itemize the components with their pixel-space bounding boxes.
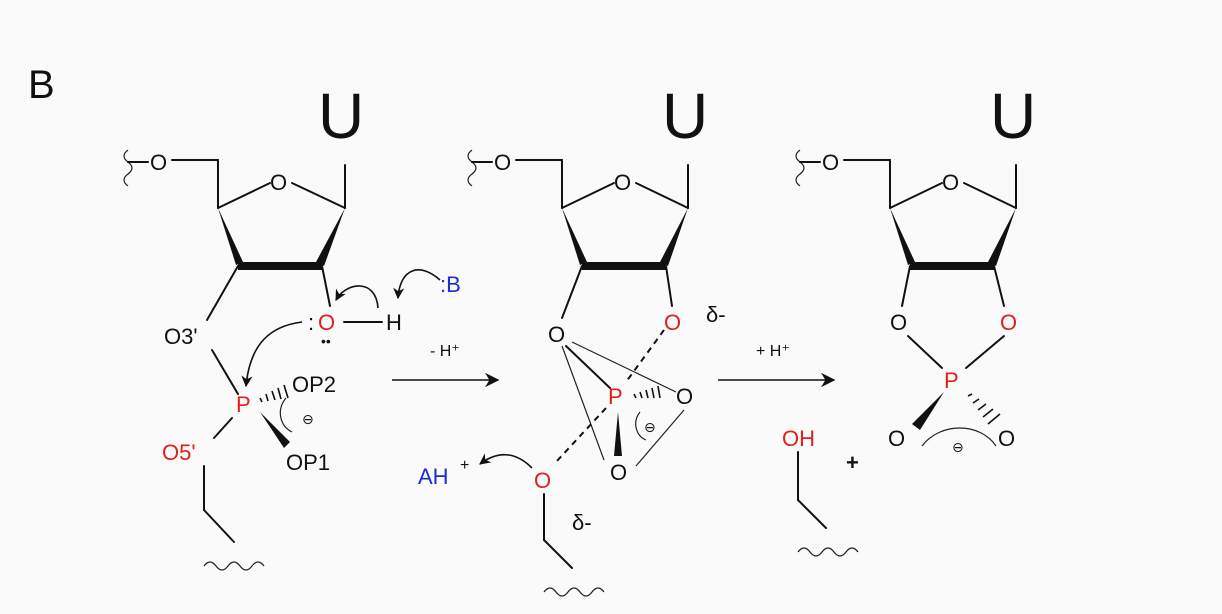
charge-arc — [279, 397, 293, 433]
transition-state-structure: U O O O O δ- P O O ⊖ O δ- — [418, 80, 726, 597]
curved-arrow-to-ah — [479, 453, 533, 469]
o2-prime-label: O — [318, 310, 335, 335]
o5-oxygen-label: O — [534, 468, 551, 493]
negative-charge-symbol: ⊖ — [644, 419, 656, 435]
curved-arrow-oh-to-o — [335, 285, 379, 309]
phosphorus-label: P — [236, 392, 251, 417]
o3-oxygen-label: O — [890, 310, 907, 335]
p-o5-partial-bond — [555, 407, 607, 463]
negative-charge-symbol: ⊖ — [952, 439, 964, 455]
plus-sign: + — [846, 450, 859, 475]
curved-arrow-base-to-h — [393, 269, 441, 300]
p-o-wedge-bond — [614, 412, 622, 456]
backbone-wavy-bond — [543, 587, 605, 597]
uracil-base-label: U — [318, 80, 364, 152]
c4-wedge-bond — [218, 208, 243, 265]
backbone-wavy-bond — [797, 547, 859, 557]
ah-plus-label: + — [460, 457, 469, 474]
o-right-label: O — [676, 384, 693, 409]
link-oxygen-label: O — [494, 150, 511, 175]
negative-charge-symbol: ⊖ — [302, 411, 314, 427]
ring-oxygen-label: O — [942, 170, 959, 195]
chain-wavy-bond — [123, 149, 133, 187]
o3-oxygen-label: O — [548, 322, 565, 347]
hydrogen-label: H — [386, 310, 402, 335]
p-op2-hashed-bond — [259, 384, 289, 403]
phosphorus-label: P — [608, 384, 623, 409]
link-oxygen-label: O — [822, 150, 839, 175]
o2-lone-pair-dots: •• — [321, 333, 331, 349]
o-bottom-label: O — [610, 460, 627, 485]
phosphorus-label: P — [944, 368, 959, 393]
product-structure: U O O O O P O O ⊖ OH + — [782, 80, 1036, 557]
ring-oxygen-label: O — [270, 170, 287, 195]
o2-lone-pair-colon: : — [308, 310, 314, 335]
base-b-label: :B — [440, 272, 461, 297]
backbone-wavy-bond — [203, 561, 265, 571]
o5-prime-label: O5' — [162, 440, 196, 465]
ring-oxygen-label: O — [614, 170, 631, 195]
o-right-label: O — [998, 426, 1015, 451]
op2-label: OP2 — [292, 372, 336, 397]
reactant-structure: U O O O3' : O •• H :B P OP2 OP — [123, 80, 461, 571]
link-oxygen-label: O — [150, 150, 167, 175]
c1-wedge-bond — [316, 208, 345, 266]
reaction-arrow-1-label: - H⁺ — [430, 343, 460, 360]
panel-label: B — [28, 63, 55, 107]
delta-minus-bottom: δ- — [572, 510, 592, 535]
chain-wavy-bond — [467, 149, 477, 187]
o2-p-partial-bond — [625, 329, 665, 383]
reaction-arrow-2-label: + H⁺ — [756, 343, 790, 360]
o-left-label: O — [888, 426, 905, 451]
op1-label: OP1 — [286, 450, 330, 475]
p-o-wedge-bond — [912, 392, 944, 430]
chain-wavy-bond — [795, 149, 805, 187]
o2-oxygen-label: O — [664, 310, 681, 335]
o2-oxygen-label: O — [1000, 310, 1017, 335]
ah-label: AH — [418, 464, 449, 489]
o3-prime-label: O3' — [164, 324, 198, 349]
uracil-base-label: U — [990, 80, 1036, 152]
uracil-base-label: U — [662, 80, 708, 152]
delta-minus-top: δ- — [706, 302, 726, 327]
curved-arrow-o-to-p — [241, 321, 303, 388]
p-op1-wedge-bond — [260, 412, 290, 448]
hydroxyl-label: OH — [782, 426, 815, 451]
